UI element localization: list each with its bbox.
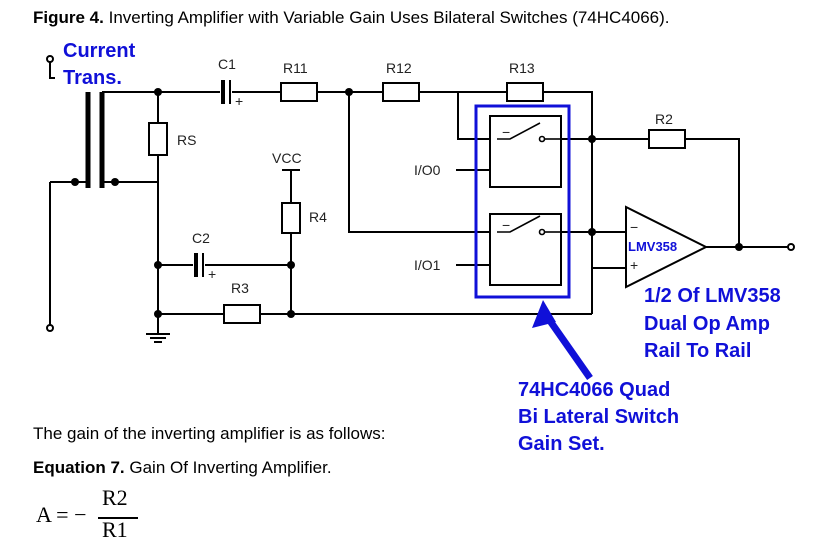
c1-label: C1 <box>218 56 236 72</box>
rs-label: RS <box>177 132 196 148</box>
figure-caption: Figure 4. Inverting Amplifier with Varia… <box>33 8 670 28</box>
io0-label: I/O0 <box>414 162 441 178</box>
figure-caption-prefix: Figure 4. <box>33 8 104 27</box>
opamp-minus: − <box>630 219 638 235</box>
io1-label: I/O1 <box>414 257 441 273</box>
equation-heading: Equation 7. Gain Of Inverting Amplifier. <box>33 458 332 478</box>
switch-note-line1: 74HC4066 Quad <box>518 379 670 401</box>
equation-lhs: A = − <box>36 502 87 527</box>
current-trans-line1: Current <box>63 40 136 62</box>
gain-intro-text: The gain of the inverting amplifier is a… <box>33 424 386 443</box>
switch-ic-group <box>474 104 571 299</box>
r4-label: R4 <box>309 209 327 225</box>
figure-caption-text: Inverting Amplifier with Variable Gain U… <box>108 8 670 27</box>
c2-label: C2 <box>192 230 210 246</box>
c1-plus-label: + <box>235 93 243 109</box>
opamp-note-line3: Rail To Rail <box>644 340 751 362</box>
switch-0-minus: − <box>502 124 510 140</box>
c2-plus-label: + <box>208 266 216 282</box>
switch-ic-outline <box>474 104 571 299</box>
r2-label: R2 <box>655 111 673 127</box>
equation-denominator: R1 <box>102 517 128 542</box>
r13-label: R13 <box>509 60 535 76</box>
equation-title: Gain Of Inverting Amplifier. <box>129 458 332 477</box>
switch-note-line2: Bi Lateral Switch <box>518 406 679 428</box>
vcc-label: VCC <box>272 150 302 166</box>
switch-arrow <box>532 300 593 381</box>
r11-label: R11 <box>283 60 308 76</box>
switch-1-box <box>489 213 562 286</box>
opamp-plus: + <box>630 257 638 273</box>
r12-label: R12 <box>386 60 412 76</box>
gain-equation: A = − R2 R1 <box>36 485 146 547</box>
equation-numerator: R2 <box>102 485 128 510</box>
r3-label: R3 <box>231 280 249 296</box>
switch-note-line3: Gain Set. <box>518 433 605 455</box>
opamp-name: LMV358 <box>628 239 677 254</box>
switch-0-box <box>489 115 562 188</box>
fraction-bar <box>98 517 138 519</box>
opamp-note-line1: 1/2 Of LMV358 <box>644 285 781 307</box>
opamp-note-line2: Dual Op Amp <box>644 313 770 335</box>
equation-prefix: Equation 7. <box>33 458 125 477</box>
current-trans-line2: Trans. <box>63 67 122 89</box>
switch-1-minus: − <box>502 217 510 233</box>
